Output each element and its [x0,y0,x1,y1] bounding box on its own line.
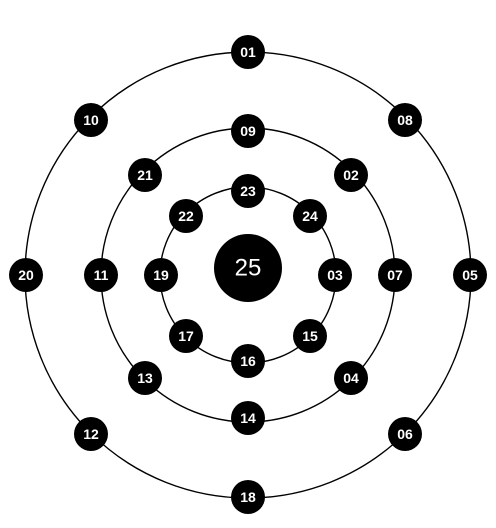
outer-ring-node: 18 [231,480,265,514]
middle-ring-node: 04 [334,361,368,395]
inner-ring-node: 24 [293,199,327,233]
node-label: 05 [462,267,478,283]
middle-ring-node: 07 [378,258,412,292]
node-label: 08 [397,112,413,128]
middle-ring-node: 11 [84,258,118,292]
node-label: 12 [83,426,99,442]
inner-ring-node: 17 [169,319,203,353]
node-label: 16 [240,353,256,369]
inner-ring-node: 23 [231,174,265,208]
inner-ring-node: 15 [293,319,327,353]
node-label: 21 [137,167,153,183]
inner-ring-node: 16 [231,344,265,378]
outer-ring-node: 20 [9,258,43,292]
node-label: 14 [240,410,256,426]
node-label: 18 [240,489,256,505]
node-label: 17 [178,328,194,344]
middle-ring-node: 14 [231,401,265,435]
middle-ring-node: 21 [128,158,162,192]
node-label: 19 [153,267,169,283]
node-label: 23 [240,183,256,199]
outer-ring-node: 05 [453,258,487,292]
node-label: 02 [343,167,359,183]
middle-ring-node: 13 [128,361,162,395]
outer-ring-node: 12 [74,417,108,451]
ring-nodes: 23 24 03 15 16 17 19 22 09 02 07 04 14 1… [9,35,487,514]
node-label: 15 [302,328,318,344]
outer-ring-node: 01 [231,35,265,69]
node-label: 11 [94,267,109,283]
node-label: 13 [137,370,153,386]
inner-ring-node: 22 [169,199,203,233]
node-label: 04 [343,370,359,386]
middle-ring-node: 09 [231,114,265,148]
node-label: 20 [18,267,34,283]
outer-ring-node: 06 [388,417,422,451]
node-label: 03 [327,267,343,283]
center-node: 25 [214,234,282,302]
node-label: 22 [178,208,194,224]
inner-ring-node: 03 [318,258,352,292]
node-label: 24 [302,208,318,224]
node-label: 01 [240,44,256,60]
node-label: 07 [387,267,403,283]
outer-ring-node: 08 [388,103,422,137]
node-label: 06 [397,426,413,442]
outer-ring-node: 10 [74,103,108,137]
node-label: 09 [240,123,256,139]
node-label: 10 [83,112,99,128]
center-node-circle [214,234,282,302]
center-label: 25 [235,255,262,282]
inner-ring-node: 19 [144,258,178,292]
middle-ring-node: 02 [334,158,368,192]
